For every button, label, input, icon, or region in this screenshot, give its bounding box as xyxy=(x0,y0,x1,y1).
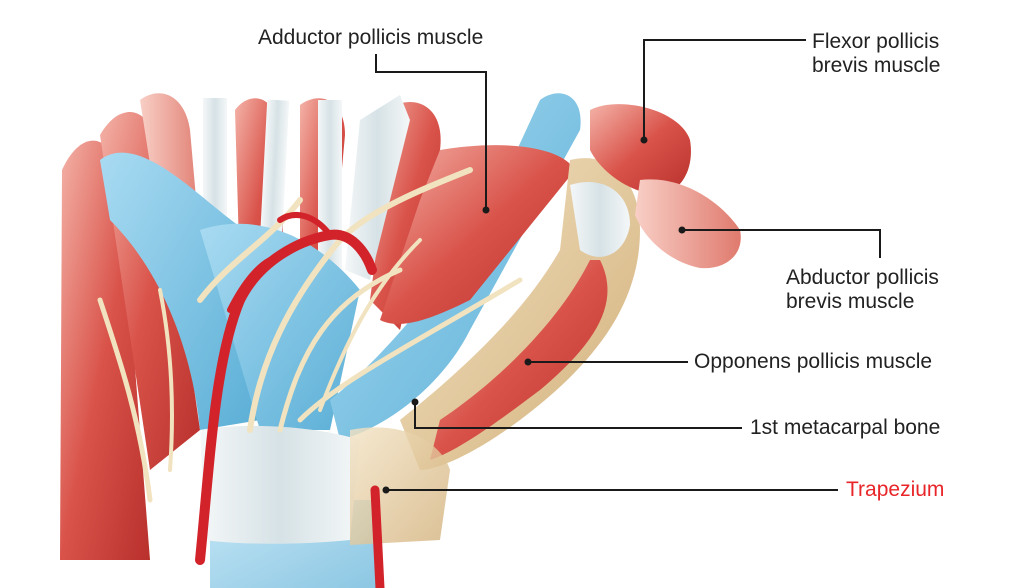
leader-adductor xyxy=(375,54,487,210)
leader-lines xyxy=(375,39,881,491)
label-text-line-2: brevis muscle xyxy=(812,54,941,77)
label-opponens-pollicis: Opponens pollicis muscle xyxy=(694,350,932,374)
leader-flexor xyxy=(643,39,806,140)
arteries xyxy=(195,212,385,588)
abductor-pollicis-brevis-shape xyxy=(635,179,741,269)
label-first-metacarpal: 1st metacarpal bone xyxy=(750,416,940,440)
label-text-line-1: Flexor pollicis xyxy=(812,30,940,53)
label-abductor-pollicis-brevis: Abductor pollicis brevis muscle xyxy=(786,266,939,314)
label-adductor-pollicis: Adductor pollicis muscle xyxy=(258,26,483,50)
flexor-pollicis-brevis-shape xyxy=(590,104,691,195)
opponens-pollicis-shape xyxy=(430,260,608,460)
leader-metacarpal xyxy=(414,402,742,429)
label-text: Adductor pollicis muscle xyxy=(258,26,484,49)
label-flexor-pollicis-brevis: Flexor pollicis brevis muscle xyxy=(812,30,940,78)
leader-abductor xyxy=(682,229,881,258)
flexor-retinaculum-shape xyxy=(200,425,360,544)
label-text: Trapezium xyxy=(846,478,945,501)
label-text-line-1: Abductor pollicis xyxy=(786,266,939,289)
label-text: 1st metacarpal bone xyxy=(750,416,941,439)
leader-dots xyxy=(382,136,686,494)
label-text: Opponens pollicis muscle xyxy=(694,350,933,373)
label-text-line-2: brevis muscle xyxy=(786,290,915,313)
label-trapezium: Trapezium xyxy=(846,478,944,502)
nerves xyxy=(97,167,523,503)
